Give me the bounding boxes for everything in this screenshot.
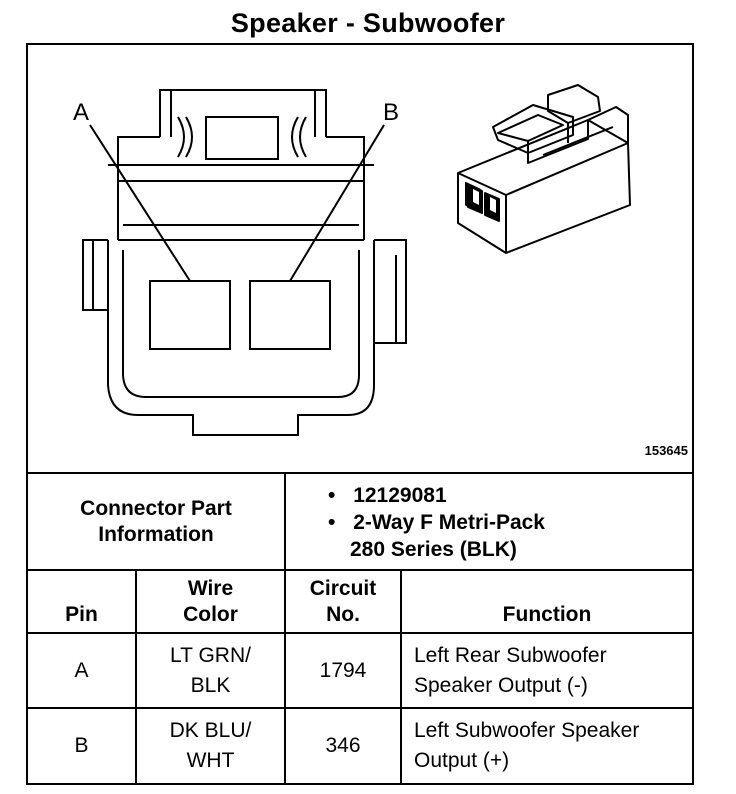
header-pin: Pin [28, 571, 135, 632]
header-function-label: Function [502, 603, 592, 626]
row-circuit: 346 [325, 734, 361, 757]
header-divider [26, 632, 694, 634]
info-divider [26, 569, 694, 571]
table-row-b-circuit: 346 [286, 709, 400, 783]
header-pin-label: Pin [65, 603, 98, 626]
row-function-line2: Speaker Output (-) [414, 673, 588, 697]
col-divider-3 [400, 569, 402, 785]
row-wire-color-line1: LT GRN/ [170, 643, 251, 667]
description-line: • 2-Way F Metri-Pack [328, 509, 545, 536]
row-wire-color-line2: WHT [186, 749, 235, 772]
table-row-b-wire-color: DK BLU/ WHT [137, 709, 284, 783]
row-wire-color-line1: DK BLU/ [169, 719, 252, 742]
row-pin: A [74, 658, 89, 682]
header-circuit-line1: Circuit [309, 576, 377, 600]
row-function-line1: Left Subwoofer Speaker [414, 719, 640, 742]
row-pin: B [74, 734, 89, 757]
pin-label-b: B [383, 99, 399, 126]
row-wire-color-line2: BLK [190, 673, 231, 697]
bullet-icon: • [328, 483, 336, 507]
table-row-a-pin: A [28, 634, 135, 707]
connector-frame [26, 43, 694, 785]
pin-label-a: A [73, 99, 89, 126]
header-wire-color-line2: Color [183, 602, 238, 626]
page-title: Speaker - Subwoofer [230, 8, 506, 38]
part-number: 12129081 [353, 483, 447, 507]
row-function-line2: Output (+) [414, 749, 510, 772]
table-row-a-function: Left Rear Subwoofer Speaker Output (-) [402, 634, 692, 707]
connector-description-line1: 2-Way F Metri-Pack [353, 510, 545, 534]
header-wire-color-line1: Wire [187, 576, 234, 600]
figure-number: 153645 [644, 443, 688, 458]
bullet-icon: • [328, 510, 336, 534]
header-wire-color: Wire Color [137, 571, 284, 632]
connector-info-heading-line2: Information [98, 522, 214, 546]
connector-info-heading-line1: Connector Part [80, 496, 232, 520]
table-row-b-function: Left Subwoofer Speaker Output (+) [402, 709, 692, 783]
connector-info-details: • 12129081 • 2-Way F Metri-Pack 280 Seri… [316, 476, 692, 568]
connector-description-line2: 280 Series (BLK) [350, 537, 517, 561]
row-circuit: 1794 [319, 658, 367, 682]
connector-3d-icon [457, 84, 631, 254]
row-divider [26, 707, 694, 709]
info-column-divider [284, 472, 286, 571]
header-circuit: Circuit No. [286, 571, 400, 632]
table-top-border [26, 472, 694, 474]
header-function: Function [402, 571, 692, 632]
col-divider-1 [135, 569, 137, 785]
connector-info-heading: Connector Part Information [28, 474, 284, 569]
row-function-line1: Left Rear Subwoofer [414, 643, 607, 667]
header-circuit-line2: No. [326, 602, 360, 626]
table-row-b-pin: B [28, 709, 135, 783]
part-number-line: • 12129081 [328, 482, 447, 509]
connector-diagram: A B [73, 84, 631, 436]
table-row-a-wire-color: LT GRN/ BLK [137, 634, 284, 707]
connector-face-icon [82, 89, 407, 436]
table-row-a-circuit: 1794 [286, 634, 400, 707]
col-divider-2 [284, 569, 286, 785]
